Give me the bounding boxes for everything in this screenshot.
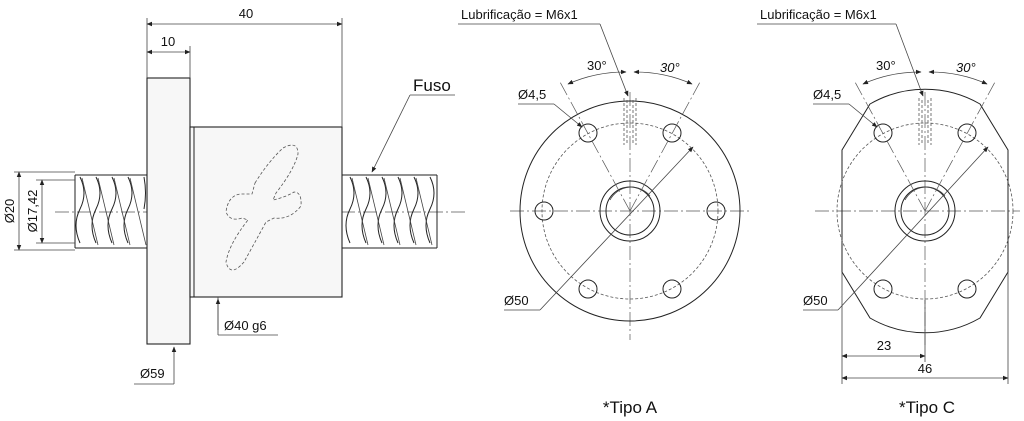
type-c-bolt-circle-label: Ø50 — [803, 293, 828, 308]
type-c-angle-right: 30° — [956, 60, 976, 75]
type-a-outline — [519, 100, 741, 322]
screw-leader — [371, 94, 411, 173]
type-c-bolt-circle — [836, 122, 1014, 300]
type-a-bore — [599, 180, 661, 242]
outer-diameter-label: Ø20 — [2, 199, 17, 224]
type-c-bolt-holes — [873, 123, 977, 299]
nut-diameter-label: Ø40 g6 — [224, 318, 267, 333]
type-a-bolt-holes — [534, 123, 726, 299]
type-c-angle-left: 30° — [876, 58, 896, 73]
screw-label: Fuso — [413, 76, 451, 95]
type-c-bore — [894, 180, 956, 242]
type-a-angle-right: 30° — [660, 60, 680, 75]
flange — [146, 77, 191, 345]
type-a-bolt-circle-label: Ø50 — [504, 293, 529, 308]
type-c-half-width-label: 23 — [877, 338, 891, 353]
total-length-label: 40 — [239, 6, 253, 21]
type-a-caption: *Tipo A — [603, 398, 658, 417]
type-a-hole-label: Ø4,5 — [518, 87, 546, 102]
type-c-hole-label: Ø4,5 — [813, 87, 841, 102]
nut-body — [189, 126, 343, 298]
type-c-caption: *Tipo C — [899, 398, 955, 417]
flange-diameter-label: Ø59 — [140, 366, 165, 381]
type-a-bolt-circle — [541, 122, 719, 300]
side-view: 40 10 Fuso Ø20 Ø17,42 Ø40 g6 Ø59 — [2, 6, 465, 385]
flange-width-label: 10 — [161, 34, 175, 49]
type-c-view: 30° 30° Lubrificação = M6x1 Ø4,5 Ø50 23 … — [757, 7, 1020, 417]
hidden-channel — [225, 144, 302, 271]
type-a-angle-left: 30° — [587, 58, 607, 73]
type-c-lubrication-label: Lubrificação = M6x1 — [760, 7, 877, 22]
type-a-lubrication-label: Lubrificação = M6x1 — [461, 7, 578, 22]
root-diameter-label: Ø17,42 — [25, 190, 40, 233]
right-screw-thread — [342, 174, 438, 249]
left-screw-thread — [74, 174, 147, 249]
type-c-width-label: 46 — [918, 361, 932, 376]
type-a-view: 30° 30° Lubrificação = M6x1 Ø4,5 Ø50 *Ti… — [458, 7, 752, 417]
